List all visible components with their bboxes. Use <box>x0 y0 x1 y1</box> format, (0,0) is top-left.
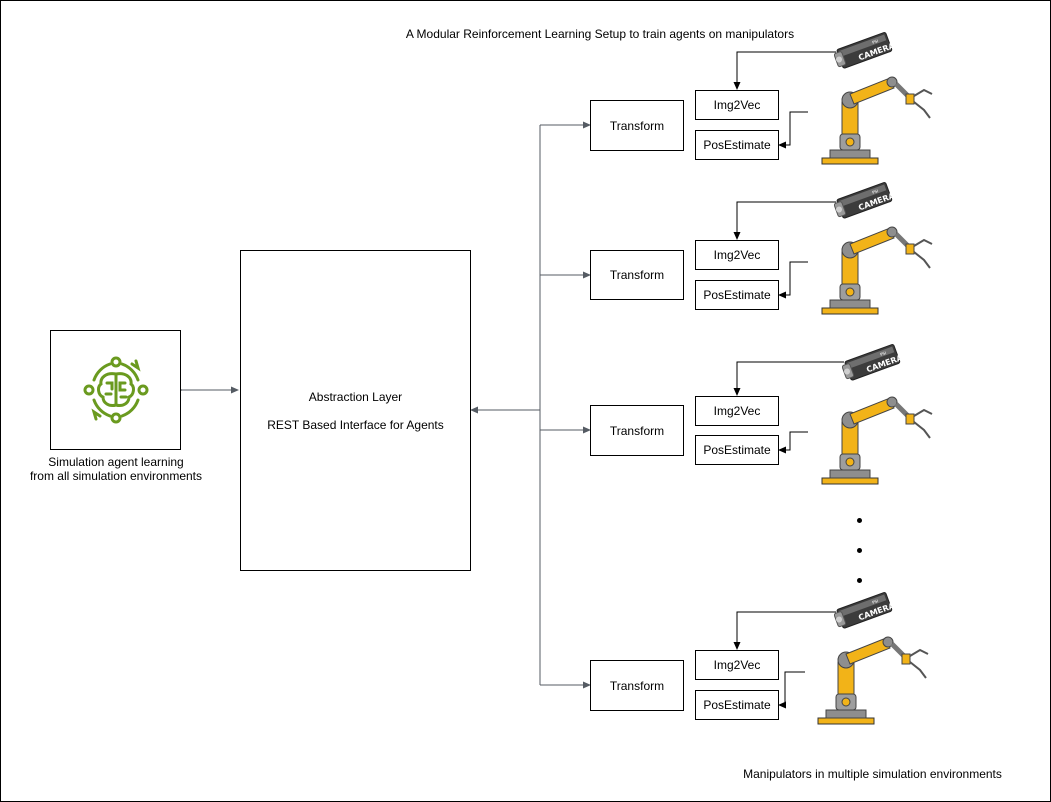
agent-box <box>50 330 181 450</box>
environments-caption: Manipulators in multiple simulation envi… <box>743 767 1002 781</box>
robot-to-posestimate-3 <box>778 431 808 454</box>
camera-brand: PSI <box>871 598 878 605</box>
ellipsis-dot <box>857 578 862 583</box>
ellipsis-dot <box>857 548 862 553</box>
camera-icon: CAMERA PSI <box>841 340 905 385</box>
img2vec-box: Img2Vec <box>695 650 779 680</box>
transform-box: Transform <box>590 100 684 151</box>
camera-to-img2vec-1 <box>733 51 836 90</box>
robot-to-posestimate-1 <box>778 111 808 149</box>
abstraction-layer-title: Abstraction Layer <box>308 389 403 404</box>
abstraction-layer-subtitle: REST Based Interface for Agents <box>267 417 444 432</box>
transform-box: Transform <box>590 250 684 300</box>
agent-caption-line2: from all simulation environments <box>29 469 203 483</box>
transform-box: Transform <box>590 405 684 456</box>
img2vec-box: Img2Vec <box>695 396 779 426</box>
brain-cycle-icon <box>83 356 148 424</box>
robot-arm-icon <box>814 632 939 731</box>
img2vec-box: Img2Vec <box>695 90 779 120</box>
transform-box: Transform <box>590 660 684 711</box>
camera-to-img2vec-3 <box>733 361 844 396</box>
robot-to-posestimate-4 <box>778 671 805 709</box>
posestimate-box: PosEstimate <box>695 435 779 465</box>
agent-caption-line1: Simulation agent learning <box>48 455 184 469</box>
robot-arm-icon <box>818 72 943 171</box>
camera-icon: CAMERA PSI <box>833 588 897 633</box>
robot-arm-icon <box>818 222 943 321</box>
camera-brand: PSI <box>871 38 878 45</box>
posestimate-box: PosEstimate <box>695 130 779 160</box>
robot-to-posestimate-2 <box>778 261 808 299</box>
robot-arm-icon <box>818 392 943 491</box>
camera-icon: CAMERA PSI <box>833 178 897 223</box>
posestimate-box: PosEstimate <box>695 280 779 310</box>
camera-brand: PSI <box>879 350 886 357</box>
ellipsis-dot <box>857 518 862 523</box>
camera-to-img2vec-2 <box>733 201 836 240</box>
camera-brand: PSI <box>871 188 878 195</box>
abstraction-layer-box: Abstraction Layer REST Based Interface f… <box>240 250 471 571</box>
camera-to-img2vec-4 <box>733 611 836 650</box>
camera-icon: CAMERA PSI <box>833 28 897 73</box>
diagram-title: A Modular Reinforcement Learning Setup t… <box>405 27 795 41</box>
img2vec-box: Img2Vec <box>695 240 779 270</box>
posestimate-box: PosEstimate <box>695 690 779 720</box>
